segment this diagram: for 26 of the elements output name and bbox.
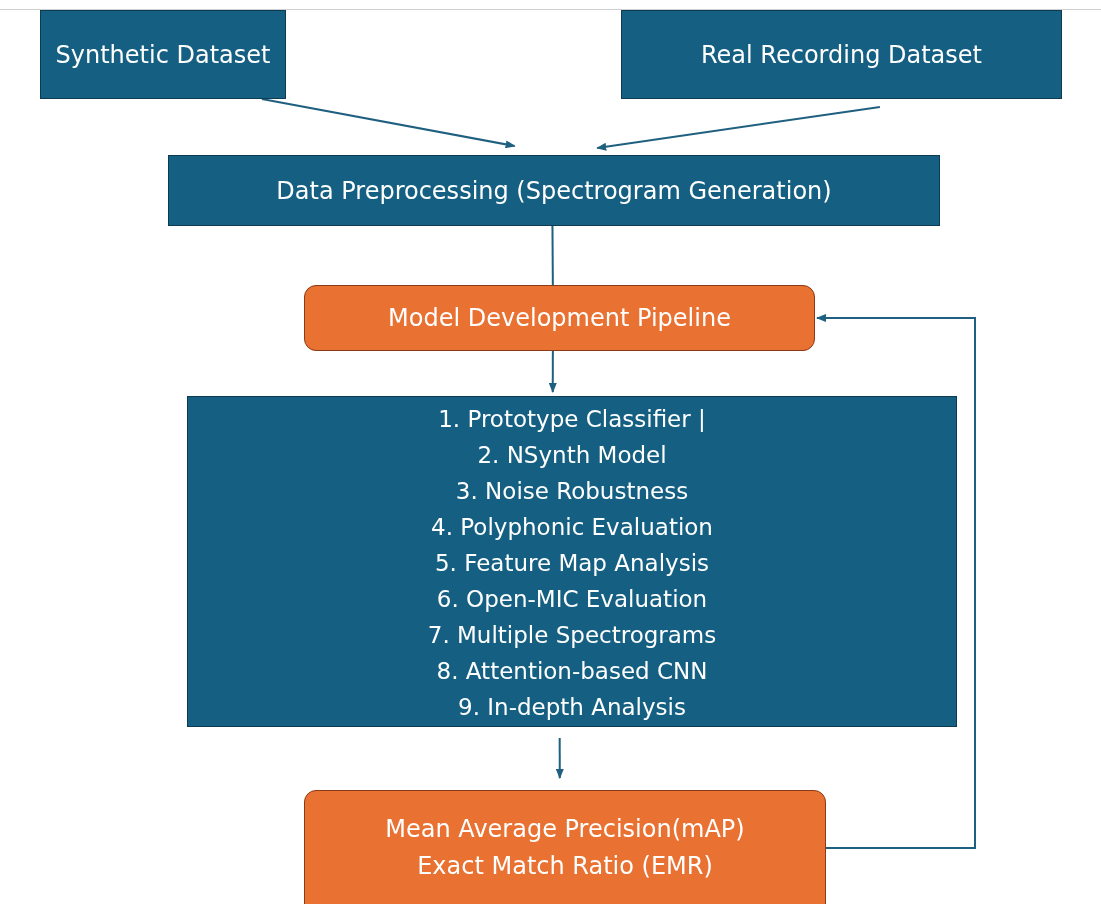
process-box-rounded — [304, 790, 826, 904]
arrow — [260, 98, 516, 149]
box-text: 6. Open-MIC Evaluation — [436, 585, 708, 614]
process-box — [621, 10, 1062, 99]
box-text: 7. Multiple Spectrograms — [427, 621, 717, 650]
box-text: Mean Average Precision(mAP) — [385, 814, 745, 845]
box-text: 4. Polyphonic Evaluation — [431, 513, 713, 542]
box-text: 8. Attention-based CNN — [436, 657, 708, 686]
arrow — [555, 737, 564, 779]
process-box — [168, 155, 940, 226]
box-text: 5. Feature Map Analysis — [434, 549, 710, 578]
process-box — [187, 396, 957, 727]
process-box-rounded — [304, 285, 815, 351]
box-text: 9. In-depth Analysis — [458, 693, 686, 722]
box-text: Exact Match Ratio (EMR) — [417, 851, 713, 882]
box-text: Model Development Pipeline — [388, 303, 731, 333]
arrow — [816, 314, 976, 849]
box-text: Data Preprocessing (Spectrogram Generation) — [276, 175, 832, 206]
box-text: 1. Prototype Classifier | — [438, 405, 706, 434]
box-text: 3. Noise Robustness — [455, 477, 689, 506]
arrow — [548, 350, 557, 393]
arrow — [596, 106, 881, 151]
box-text: Real Recording Dataset — [701, 39, 982, 70]
box-text: Synthetic Dataset — [55, 39, 271, 70]
process-box — [40, 10, 286, 99]
box-text: 2. NSynth Model — [477, 441, 667, 470]
